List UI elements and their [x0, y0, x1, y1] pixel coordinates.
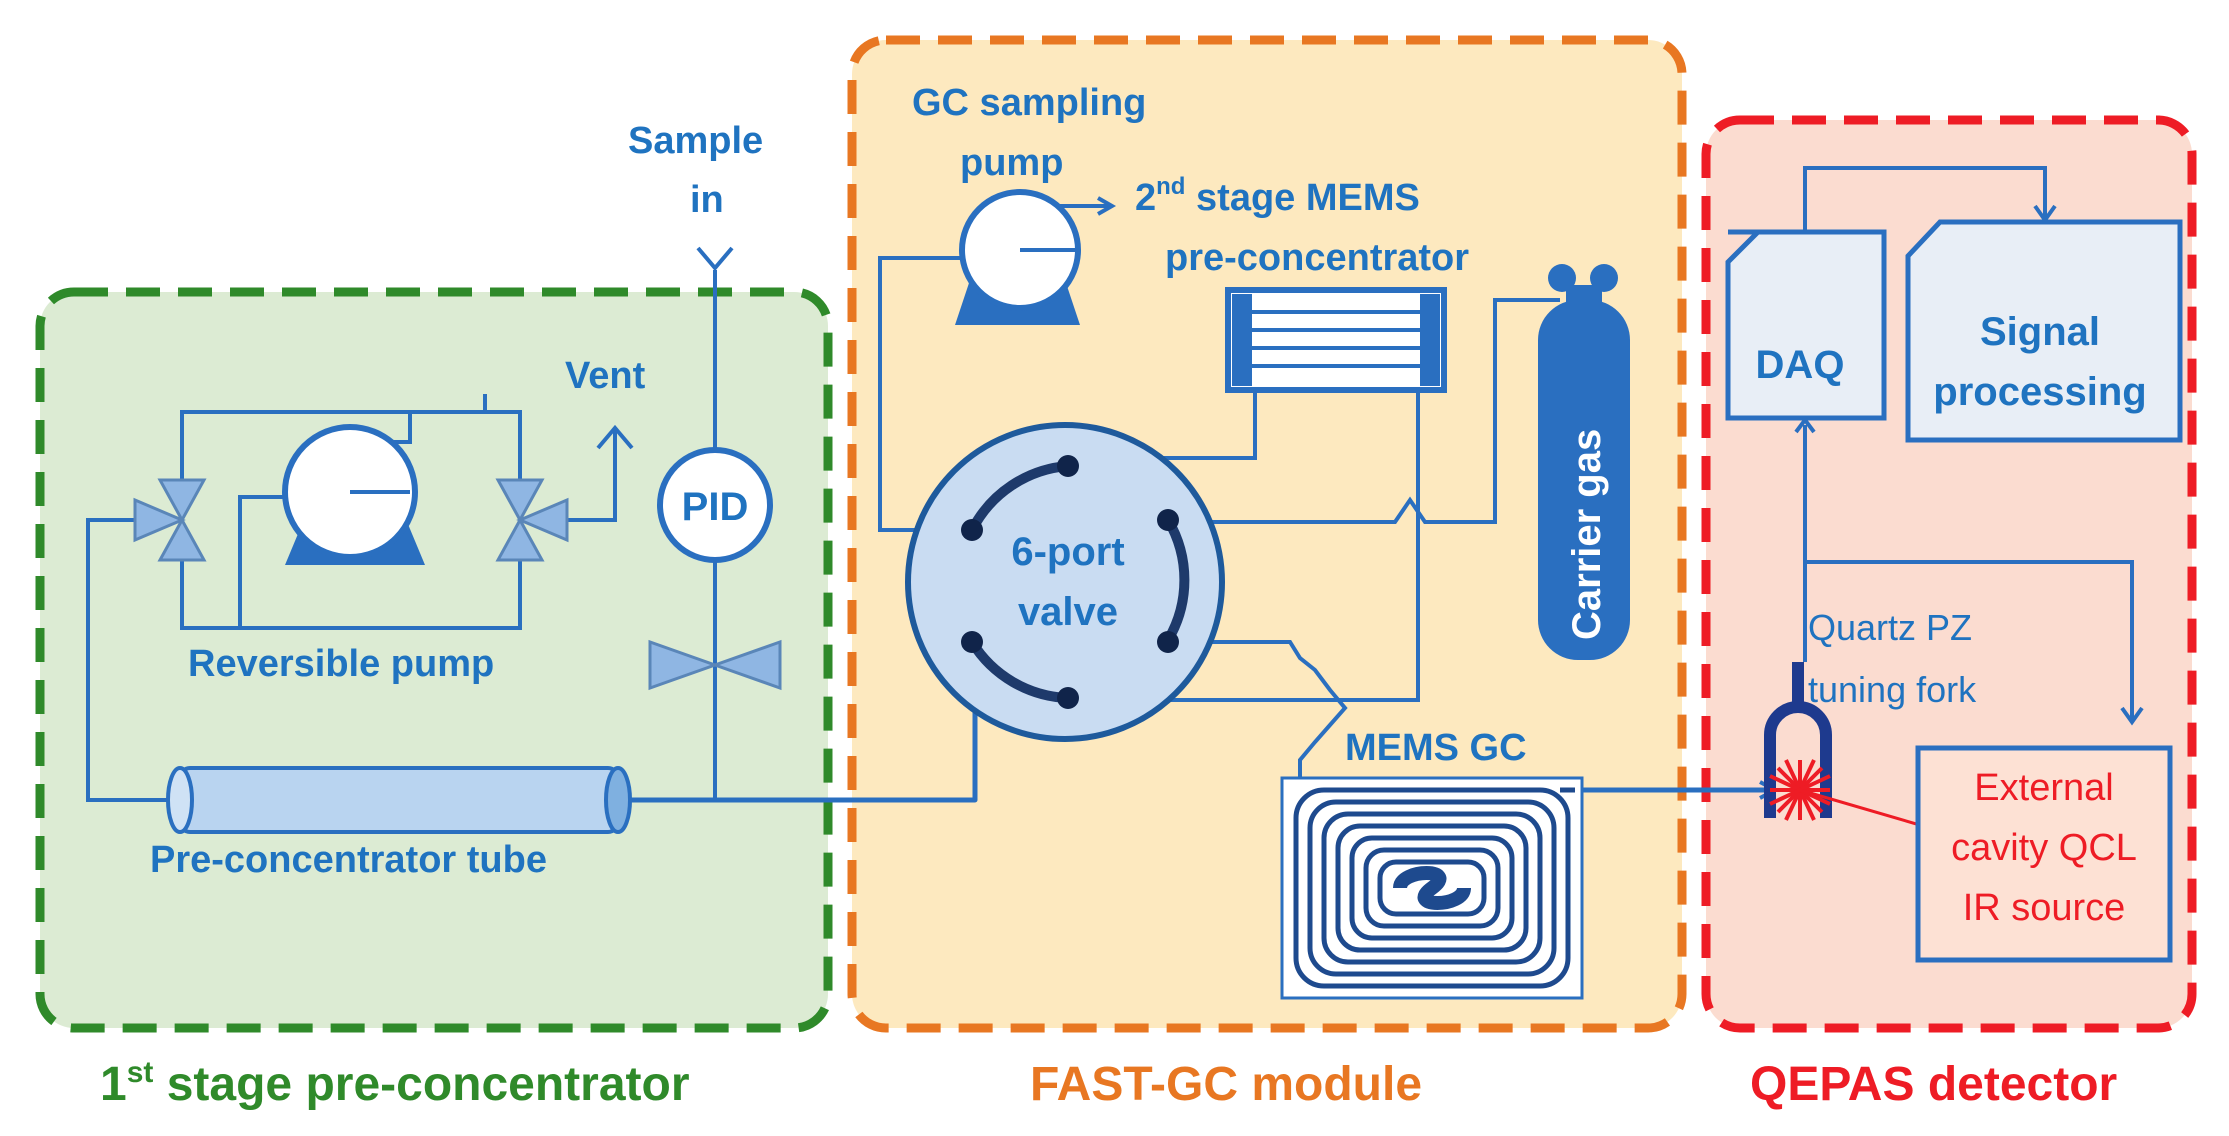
stage1-piping: [86, 246, 978, 803]
pid-detector-icon: [657, 447, 773, 563]
qcl-label-3: IR source: [1963, 887, 2126, 929]
mems-preconcentrator-label: 2nd stage MEMS: [1135, 173, 1420, 219]
pid-label: PID: [682, 485, 749, 529]
stage1-title: 1st stage pre-concentrator: [100, 1056, 690, 1111]
gc-sampling-pump-label-2: pump: [960, 142, 1063, 184]
tuning-fork-label: Quartz PZ: [1808, 607, 1972, 648]
reversible-pump-icon: [282, 424, 425, 565]
qcl-source-box: [1915, 745, 2173, 963]
mems-gc-label: MEMS GC: [1345, 727, 1527, 769]
mems-preconcentrator-icon: [1225, 287, 1447, 393]
daq-label: DAQ: [1756, 343, 1845, 387]
stage1-box: [35, 287, 833, 1033]
signal-processing-box: [1905, 219, 2183, 443]
sample-in-label: Sample: [628, 120, 763, 162]
fastgc-title: FAST-GC module: [1030, 1058, 1422, 1111]
tuning-fork-label-2: tuning fork: [1808, 669, 1977, 710]
vent-label: Vent: [565, 355, 646, 397]
gc-sampling-pump-icon: [955, 189, 1081, 325]
daq-box: [1725, 229, 1887, 421]
carrier-gas-label: Carrier gas: [1565, 429, 1609, 640]
six-port-valve-label-2: valve: [1018, 590, 1118, 634]
gc-sampling-pump-label: GC sampling: [912, 82, 1146, 124]
laser-spot-icon: [1769, 759, 1931, 830]
tuning-fork-icon: [1764, 662, 1832, 818]
six-port-valve-label: 6-port: [1011, 530, 1124, 574]
right-three-way-valve-icon: [495, 478, 569, 562]
signal-processing-label-2: processing: [1933, 370, 2146, 414]
carrier-gas-cylinder-icon: [1538, 264, 1630, 660]
qcl-label: External: [1974, 767, 2113, 809]
sample-in-label-2: in: [690, 179, 724, 221]
left-three-way-valve-icon: [133, 478, 207, 562]
preconcentrator-tube-label: Pre-concentrator tube: [150, 839, 547, 881]
six-port-valve-icon: [905, 422, 1225, 742]
reversible-pump-label: Reversible pump: [188, 643, 494, 685]
qepas-title: QEPAS detector: [1750, 1058, 2117, 1111]
signal-processing-label: Signal: [1980, 310, 2100, 354]
preconcentrator-tube-icon: [166, 766, 632, 834]
mems-gc-column-icon: [1280, 776, 1584, 1000]
qcl-label-2: cavity QCL: [1951, 827, 2137, 869]
mems-preconcentrator-label-2: pre-concentrator: [1165, 237, 1469, 279]
shutoff-valve-icon: [648, 639, 782, 691]
